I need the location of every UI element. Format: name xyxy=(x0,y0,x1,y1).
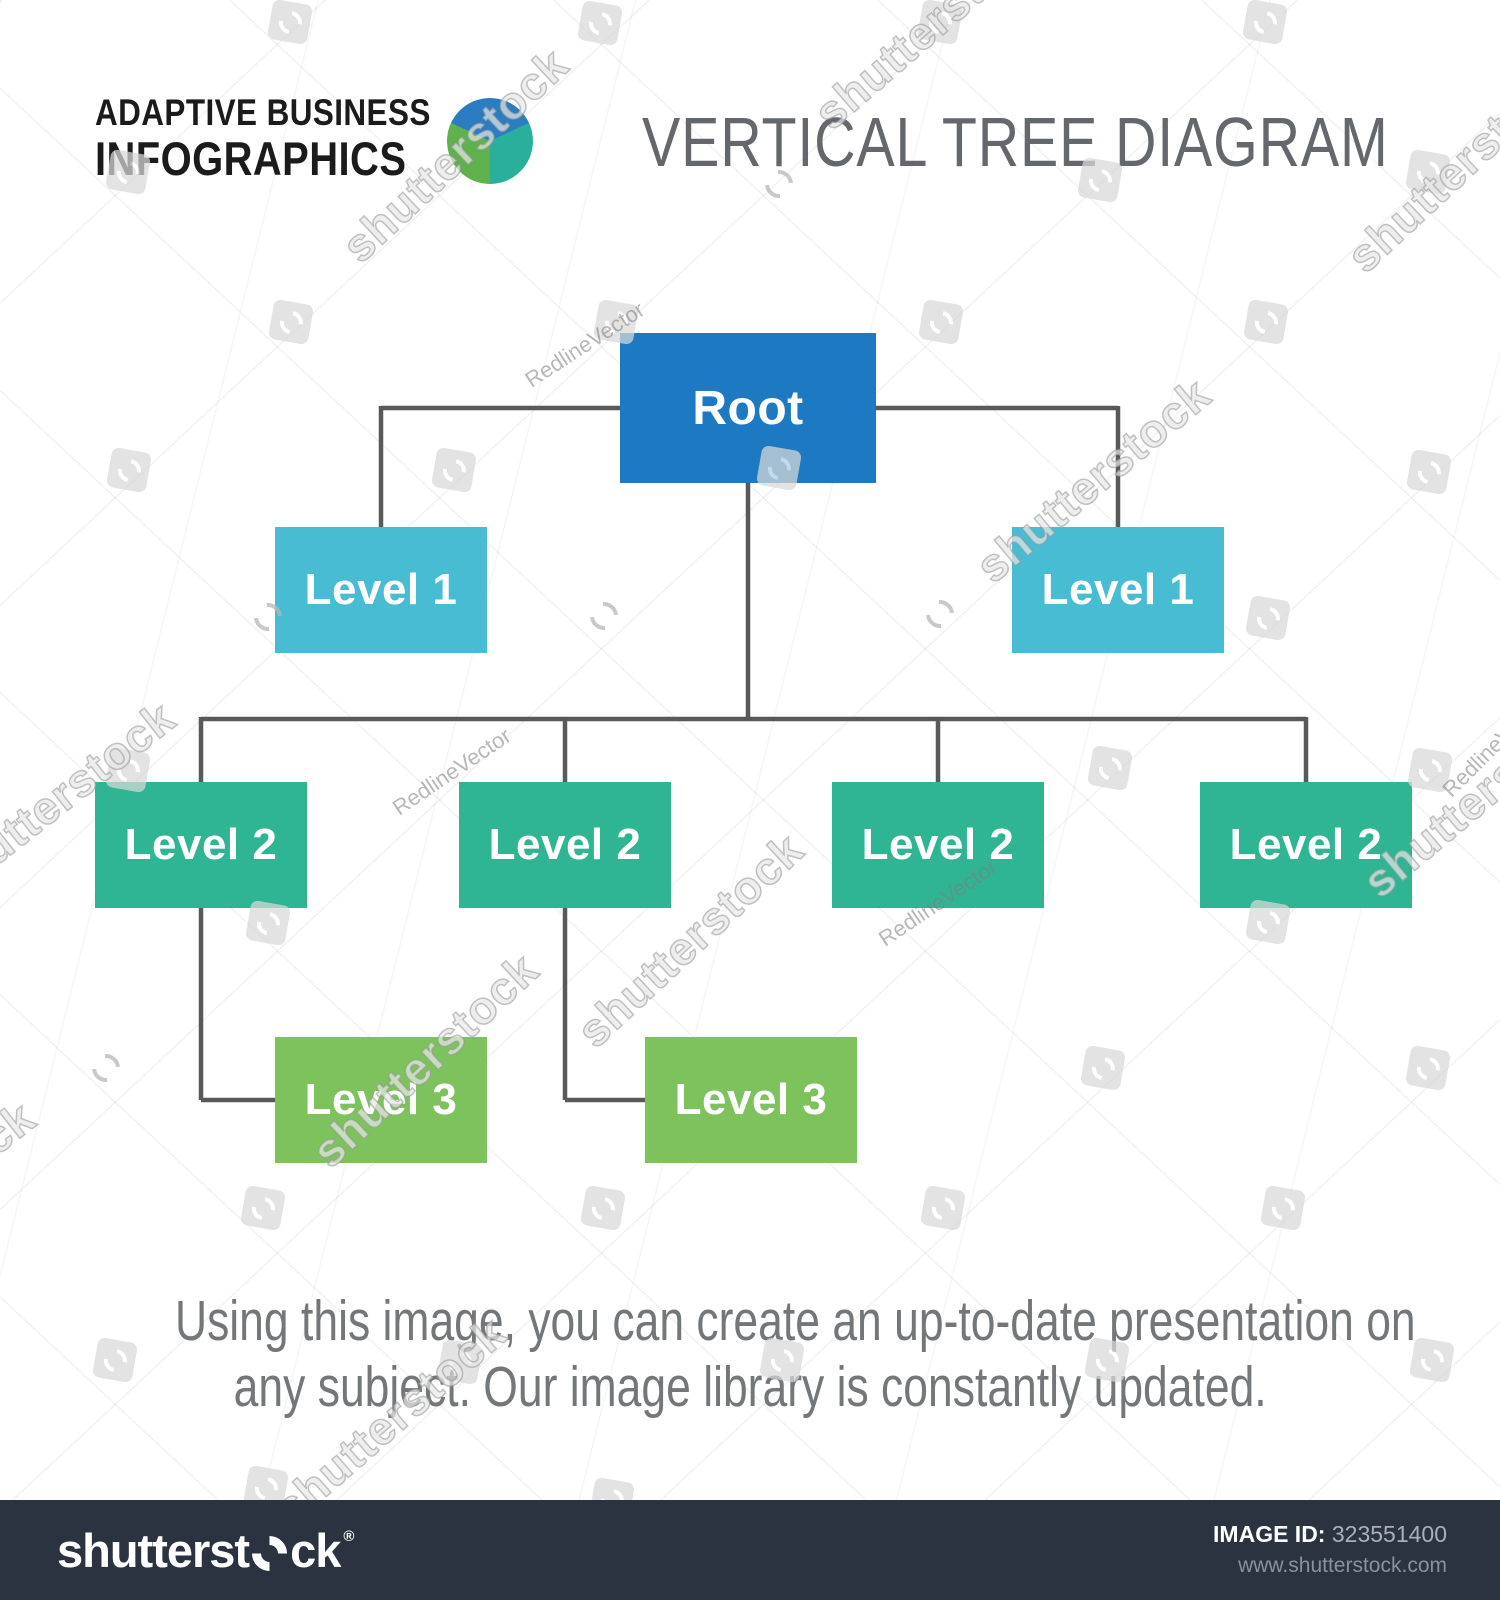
tree-node-label: Root xyxy=(692,381,804,435)
tree-node-level-1: Level 1 xyxy=(275,527,487,653)
shutterstock-logo: shutterst ck ® xyxy=(57,1523,354,1578)
tree-node-root: Root xyxy=(620,333,876,483)
caption-line2: any subject. Our image library is consta… xyxy=(233,1355,1267,1419)
tree-node-label: Level 2 xyxy=(861,820,1015,869)
image-id-label: IMAGE ID: xyxy=(1213,1521,1326,1548)
tree-node-label: Level 2 xyxy=(124,820,278,869)
image-id-block: IMAGE ID: 323551400 www.shutterstock.com xyxy=(1213,1518,1447,1582)
brand-line1: ADAPTIVE BUSINESS xyxy=(95,92,431,133)
tree-node-level-3: Level 3 xyxy=(275,1037,487,1163)
tree-node-level-2: Level 2 xyxy=(459,782,671,908)
tree-node-label: Level 1 xyxy=(1041,565,1195,614)
brand-pie-icon xyxy=(447,98,533,184)
footer-bar: shutterst ck ® IMAGE ID: 323551400 www.s… xyxy=(0,1500,1500,1600)
brand-logo-text: ADAPTIVE BUSINESS INFOGRAPHICS xyxy=(95,94,431,182)
tree-node-label: Level 2 xyxy=(488,820,642,869)
tree-node-label: Level 3 xyxy=(304,1075,458,1124)
image-id-value: 323551400 xyxy=(1331,1521,1447,1548)
page-title: VERTICAL TREE DIAGRAM xyxy=(642,103,1389,181)
image-id-row: IMAGE ID: 323551400 xyxy=(1213,1518,1447,1551)
shutterstock-o-icon xyxy=(244,1528,295,1578)
shutterstock-logo-prefix: shutterst xyxy=(57,1523,250,1577)
tree-node-label: Level 1 xyxy=(304,565,458,614)
shutterstock-logo-suffix: ck xyxy=(290,1523,341,1577)
caption-line1: Using this image, you can create an up-t… xyxy=(174,1289,1416,1353)
tree-node-label: Level 3 xyxy=(674,1075,828,1124)
registered-mark: ® xyxy=(343,1527,354,1545)
tree-node-level-3: Level 3 xyxy=(645,1037,857,1163)
website-url: www.shutterstock.com xyxy=(1238,1554,1447,1578)
tree-node-label: Level 2 xyxy=(1229,820,1383,869)
brand-line2: INFOGRAPHICS xyxy=(95,132,407,185)
tree-node-level-1: Level 1 xyxy=(1012,527,1224,653)
tree-node-level-2: Level 2 xyxy=(832,782,1044,908)
tree-node-level-2: Level 2 xyxy=(1200,782,1412,908)
caption: Using this image, you can create an up-t… xyxy=(0,1288,1500,1420)
tree-node-level-2: Level 2 xyxy=(95,782,307,908)
